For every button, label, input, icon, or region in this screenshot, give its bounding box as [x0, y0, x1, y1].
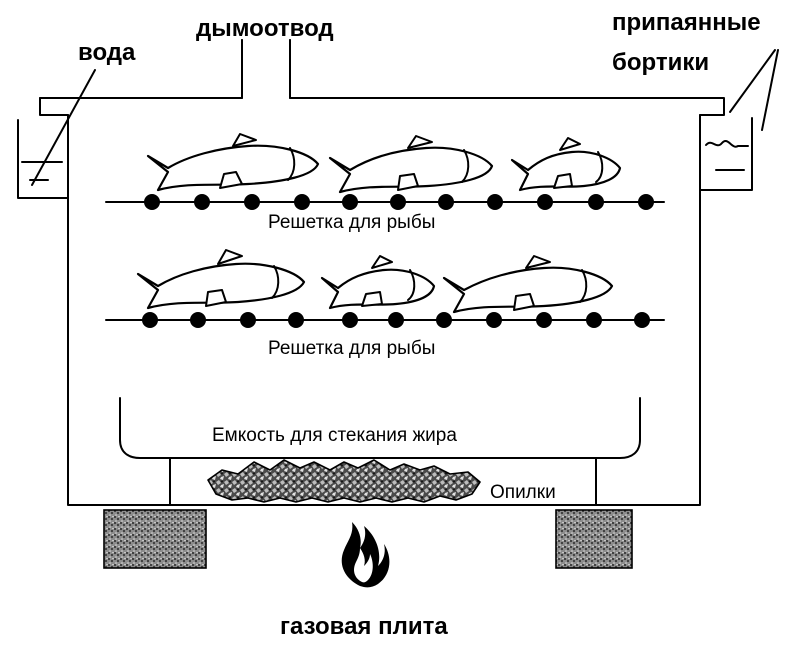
support-right	[555, 509, 633, 569]
grate-bottom-label: Решетка для рыбы	[268, 338, 435, 359]
fish-row-upper	[146, 133, 622, 194]
rims-label-line1: припаянные	[612, 9, 761, 36]
chimney-pipe	[241, 39, 291, 99]
flame-icon	[341, 522, 390, 588]
fish-icon	[320, 255, 436, 310]
fat-tray-label: Емкость для стекания жира	[212, 425, 457, 446]
grate-upper	[105, 194, 665, 210]
water-label: вода	[78, 39, 136, 66]
grate-top-label: Решетка для рыбы	[268, 212, 435, 233]
water-channel-left	[17, 119, 69, 199]
fish-icon	[328, 135, 494, 194]
fat-drip-tray	[119, 397, 641, 459]
sawdust-box	[169, 457, 597, 506]
fish-icon	[136, 249, 306, 310]
grate-lower	[105, 312, 665, 328]
leader-lines	[31, 49, 779, 186]
sawdust-label: Опилки	[490, 482, 556, 503]
gas-stove-label: газовая плита	[280, 613, 448, 640]
rims-label-line2: бортики	[612, 49, 709, 76]
water-channel-right	[699, 117, 753, 191]
support-left	[103, 509, 207, 569]
fish-icon	[442, 255, 614, 314]
chimney-label: дымоотвод	[196, 15, 334, 42]
sawdust-pile	[207, 459, 481, 503]
fish-icon	[510, 137, 622, 192]
fish-row-lower	[136, 249, 614, 314]
fish-icon	[146, 133, 320, 192]
grate-upper-rods	[144, 194, 654, 210]
grate-lower-rods	[142, 312, 650, 328]
